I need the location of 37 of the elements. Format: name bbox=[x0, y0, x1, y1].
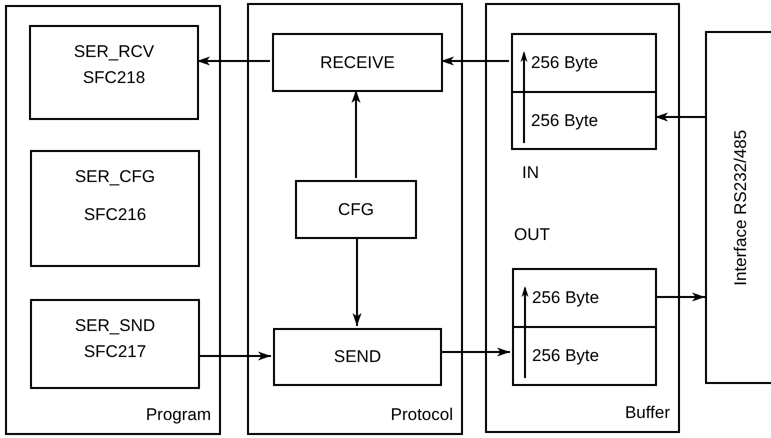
block-label: SER_CFG bbox=[74, 166, 156, 188]
arrow bbox=[352, 90, 360, 178]
function-block bbox=[29, 25, 199, 120]
buffer-panel bbox=[485, 3, 680, 433]
function-block bbox=[30, 150, 200, 267]
buffer-cell-label: 256 Byte bbox=[531, 110, 598, 132]
buffer-caption: IN bbox=[522, 162, 539, 184]
block-label: CFG bbox=[338, 198, 374, 221]
panel-label: Buffer bbox=[624, 402, 670, 423]
program-panel bbox=[5, 5, 221, 435]
arrow bbox=[198, 352, 271, 360]
process-box bbox=[295, 180, 417, 239]
buffer-cell-label: 256 Byte bbox=[532, 287, 600, 310]
block-label: SFC216 bbox=[84, 204, 146, 226]
buffer-caption: OUT bbox=[514, 224, 550, 246]
interface-box bbox=[705, 31, 771, 384]
block-label: RECEIVE bbox=[320, 52, 395, 74]
interface-label: Interface RS232/485 bbox=[730, 130, 752, 286]
panel-label: Protocol bbox=[390, 404, 453, 425]
process-box bbox=[272, 33, 443, 92]
arrow bbox=[655, 112, 705, 122]
buffer-box bbox=[511, 33, 657, 150]
buffer-cell-label: 256 Byte bbox=[531, 52, 598, 74]
arrow bbox=[197, 56, 270, 66]
panel-label: Program bbox=[146, 404, 211, 425]
block-label: SEND bbox=[334, 346, 382, 368]
arrow bbox=[352, 237, 362, 326]
arrow bbox=[440, 348, 510, 356]
block-label: SER_RCV SFC218 bbox=[72, 41, 156, 89]
block-label: SER_SND SFC217 bbox=[74, 315, 156, 363]
process-box bbox=[273, 328, 442, 386]
buffer-box bbox=[512, 268, 657, 386]
buffer-cell-label: 256 Byte bbox=[532, 345, 600, 368]
protocol-panel bbox=[247, 3, 463, 435]
arrow bbox=[655, 292, 705, 302]
arrow bbox=[441, 56, 509, 66]
function-block bbox=[30, 299, 200, 389]
